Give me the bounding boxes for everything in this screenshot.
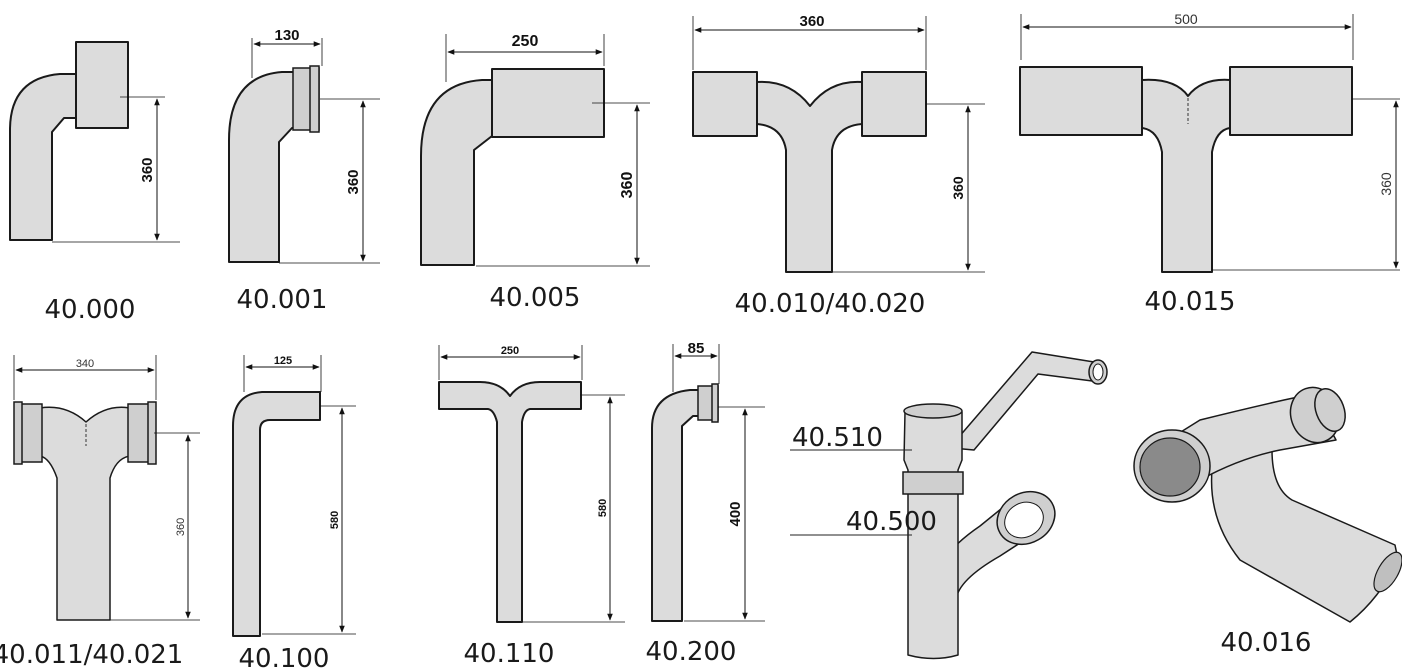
part-code: 40.100 (239, 644, 330, 668)
dimension-label: 360 (619, 172, 636, 199)
socket-left (1019, 66, 1143, 136)
dimension-label: 360 (175, 518, 187, 536)
socket-right (1229, 66, 1353, 136)
dimension-label: 360 (1378, 172, 1394, 196)
long-diagonal-pipe (1210, 449, 1399, 623)
fitting-40-000: 360 40.000 (9, 41, 180, 325)
part-code: 40.110 (464, 639, 555, 668)
socket (491, 68, 605, 138)
socket-ring (309, 65, 320, 133)
elbow-pipe (651, 389, 701, 622)
elbow-pipe (228, 71, 299, 263)
dimension-label: 360 (345, 169, 362, 194)
tee-body (1141, 78, 1231, 273)
fitting-40-500-assembly: 40.510 40.500 (790, 351, 1108, 660)
fitting-40-016: 40.016 (1133, 386, 1402, 658)
dimension-label: 250 (501, 345, 519, 357)
dimension-label: 360 (139, 157, 156, 182)
part-code: 40.010/40.020 (735, 289, 926, 319)
part-code: 40.011/40.021 (0, 640, 183, 668)
socket-opening (1139, 437, 1201, 497)
fitting-40-010: 360 360 40.010/40.020 (692, 13, 985, 319)
elbow-pipe (9, 73, 77, 241)
socket (75, 41, 129, 129)
dimension-label: 360 (950, 176, 966, 200)
dimension-label: 580 (329, 511, 341, 529)
angled-branch-pipe (951, 351, 1101, 451)
fitting-40-015: 500 360 40.015 (1019, 11, 1400, 317)
tee-body (756, 80, 863, 273)
elbow-pipe (232, 391, 321, 637)
fitting-40-110: 250 580 40.110 (438, 345, 625, 668)
part-code: 40.015 (1145, 287, 1236, 317)
pipe-top-cap (903, 403, 963, 419)
fitting-40-011: 340 360 40.011/40.021 (0, 355, 200, 668)
socket-right (861, 71, 927, 137)
fitting-40-001: 130 360 40.001 (228, 27, 380, 315)
part-code: 40.016 (1221, 628, 1312, 658)
dimension-label: 400 (727, 501, 744, 526)
dimension-label: 130 (274, 27, 299, 44)
part-code: 40.000 (45, 295, 136, 325)
fitting-40-200: 85 400 40.200 (646, 340, 765, 667)
callout-label: 40.510 (792, 423, 883, 453)
part-code: 40.001 (237, 285, 328, 315)
callout-label: 40.500 (846, 507, 937, 537)
socket-left-ring (13, 401, 23, 465)
dimension-label: 250 (512, 33, 539, 50)
pipe-end (1373, 551, 1402, 593)
elbow-pipe (420, 79, 493, 266)
dimension-label: 340 (76, 358, 94, 370)
dimension-label: 580 (597, 499, 609, 517)
dimension-label: 125 (274, 355, 292, 367)
fitting-40-005: 250 360 40.005 (420, 33, 650, 313)
dimension-label: 500 (1174, 11, 1198, 27)
socket-ring (711, 383, 719, 423)
part-code: 40.200 (646, 637, 737, 667)
part-code: 40.005 (490, 283, 581, 313)
dimension-label: 360 (799, 13, 824, 30)
tee-body (39, 406, 131, 621)
fitting-40-100: 125 580 40.100 (232, 355, 356, 668)
coupling-ring (902, 471, 964, 495)
dimension-label: 85 (688, 340, 705, 357)
tee-body (438, 381, 582, 623)
socket-left (692, 71, 758, 137)
